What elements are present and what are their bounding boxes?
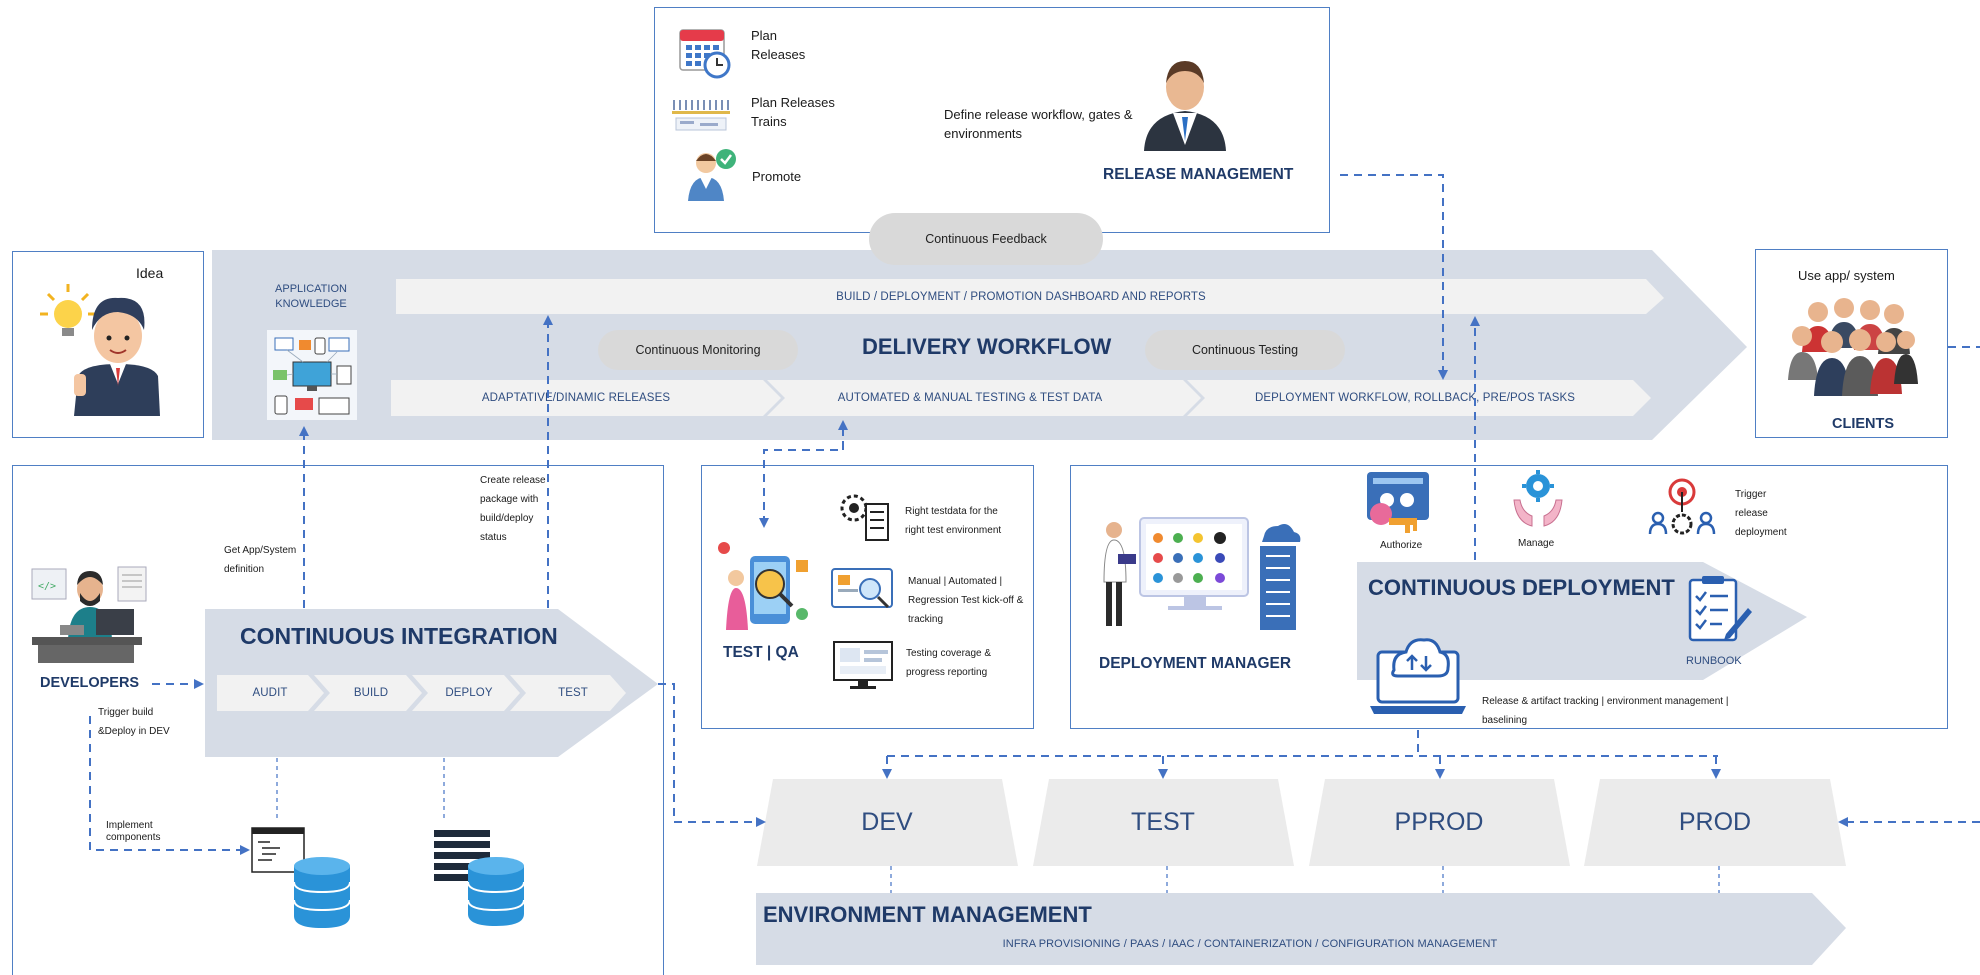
env-prod: PROD <box>1678 808 1752 836</box>
runbook-label: RUNBOOK <box>1686 655 1742 667</box>
get-app-label: Get App/System definition <box>224 545 297 575</box>
clients-group-icon <box>1788 298 1918 396</box>
promote-label: Promote <box>752 169 802 184</box>
env-mgmt-subtitle: INFRA PROVISIONING / PAAS / IAAC / CONTA… <box>1002 938 1498 950</box>
manage-label: Manage <box>1518 538 1555 549</box>
use-app-label: Use app/ system <box>1798 268 1895 283</box>
idea-label: Idea <box>136 265 164 281</box>
env-mgmt-title: ENVIRONMENT MANAGEMENT <box>763 902 1092 927</box>
release-management-box <box>654 7 1330 233</box>
coverage-monitor-icon <box>833 641 893 689</box>
manage-gear-hands-icon <box>1513 470 1563 527</box>
trigger-deployment-label: Trigger release deployment <box>1735 489 1787 538</box>
release-manager-icon <box>1144 61 1226 151</box>
trigger-deploy-icon <box>1648 478 1716 535</box>
env-pprod: PPROD <box>1394 808 1484 836</box>
authorize-label: Authorize <box>1380 540 1423 551</box>
define-workflow-label: Define release workflow, gates & environ… <box>944 107 1133 141</box>
stage-adaptative-releases: ADAPTATIVE/DINAMIC RELEASES <box>481 392 671 404</box>
plan-release-trains-label: Plan Releases Trains <box>751 95 835 129</box>
svg-text:</>: </> <box>38 581 56 592</box>
create-release-label: Create release package with build/deploy… <box>480 475 546 543</box>
continuous-feedback-pill: Continuous Feedback <box>869 213 1103 265</box>
env-dev: DEV <box>861 808 913 836</box>
trigger-build-label: Trigger build &Deploy in DEV <box>98 707 170 737</box>
developers-label: DEVELOPERS <box>40 675 140 691</box>
continuous-testing-pill: Continuous Testing <box>1145 330 1345 370</box>
plan-releases-label: Plan Releases <box>751 28 806 62</box>
dashboard-reports-label: BUILD / DEPLOYMENT / PROMOTION DASHBOARD… <box>836 290 1206 303</box>
qa-illustration-icon <box>718 542 808 630</box>
artifact-database-icon <box>434 830 525 926</box>
app-knowledge-label: APPLICATION KNOWLEDGE <box>275 283 347 310</box>
calendar-icon <box>679 29 731 79</box>
ci-step-test: TEST <box>558 687 588 699</box>
regression-test-icon <box>831 568 893 609</box>
delivery-workflow-title: DELIVERY WORKFLOW <box>862 334 1112 359</box>
idea-person-icon <box>40 284 160 416</box>
deployment-manager-icon <box>1103 517 1301 630</box>
cd-title: CONTINUOUS DEPLOYMENT <box>1368 575 1675 600</box>
ci-step-build: BUILD <box>353 687 389 699</box>
coverage-label: Testing coverage & progress reporting <box>906 648 992 678</box>
stage-automated-testing: AUTOMATED & MANUAL TESTING & TEST DATA <box>837 392 1103 404</box>
tracking-label: Release & artifact tracking | environmen… <box>1482 696 1729 726</box>
testdata-gear-icon <box>840 494 889 541</box>
promote-person-icon <box>688 149 736 201</box>
env-test: TEST <box>1131 808 1195 836</box>
continuous-monitoring-pill: Continuous Monitoring <box>598 330 798 370</box>
ci-step-deploy: DEPLOY <box>445 687 493 699</box>
cloud-upload-laptop-icon <box>1370 638 1466 714</box>
authorize-icon <box>1367 472 1429 533</box>
code-database-icon <box>251 827 351 928</box>
app-knowledge-icon <box>267 330 357 420</box>
runbook-clipboard-icon <box>1688 576 1752 642</box>
stage-deployment-workflow: DEPLOYMENT WORKFLOW, ROLLBACK, PRE/POS T… <box>1254 392 1576 404</box>
ci-title: CONTINUOUS INTEGRATION <box>240 623 558 649</box>
qa-title: TEST | QA <box>723 644 799 661</box>
manual-automated-label: Manual | Automated | Regression Test kic… <box>908 576 1024 625</box>
ci-step-audit: AUDIT <box>252 687 288 699</box>
developer-icon: </> <box>31 566 147 663</box>
release-management-title: RELEASE MANAGEMENT <box>1103 166 1294 183</box>
right-testdata-label: Right testdata for the right test enviro… <box>905 506 1002 536</box>
implement-components-label: Implement components <box>106 820 161 843</box>
deployment-manager-title: DEPLOYMENT MANAGER <box>1099 655 1292 672</box>
release-trains-icon <box>672 100 730 131</box>
clients-title: CLIENTS <box>1832 416 1895 432</box>
